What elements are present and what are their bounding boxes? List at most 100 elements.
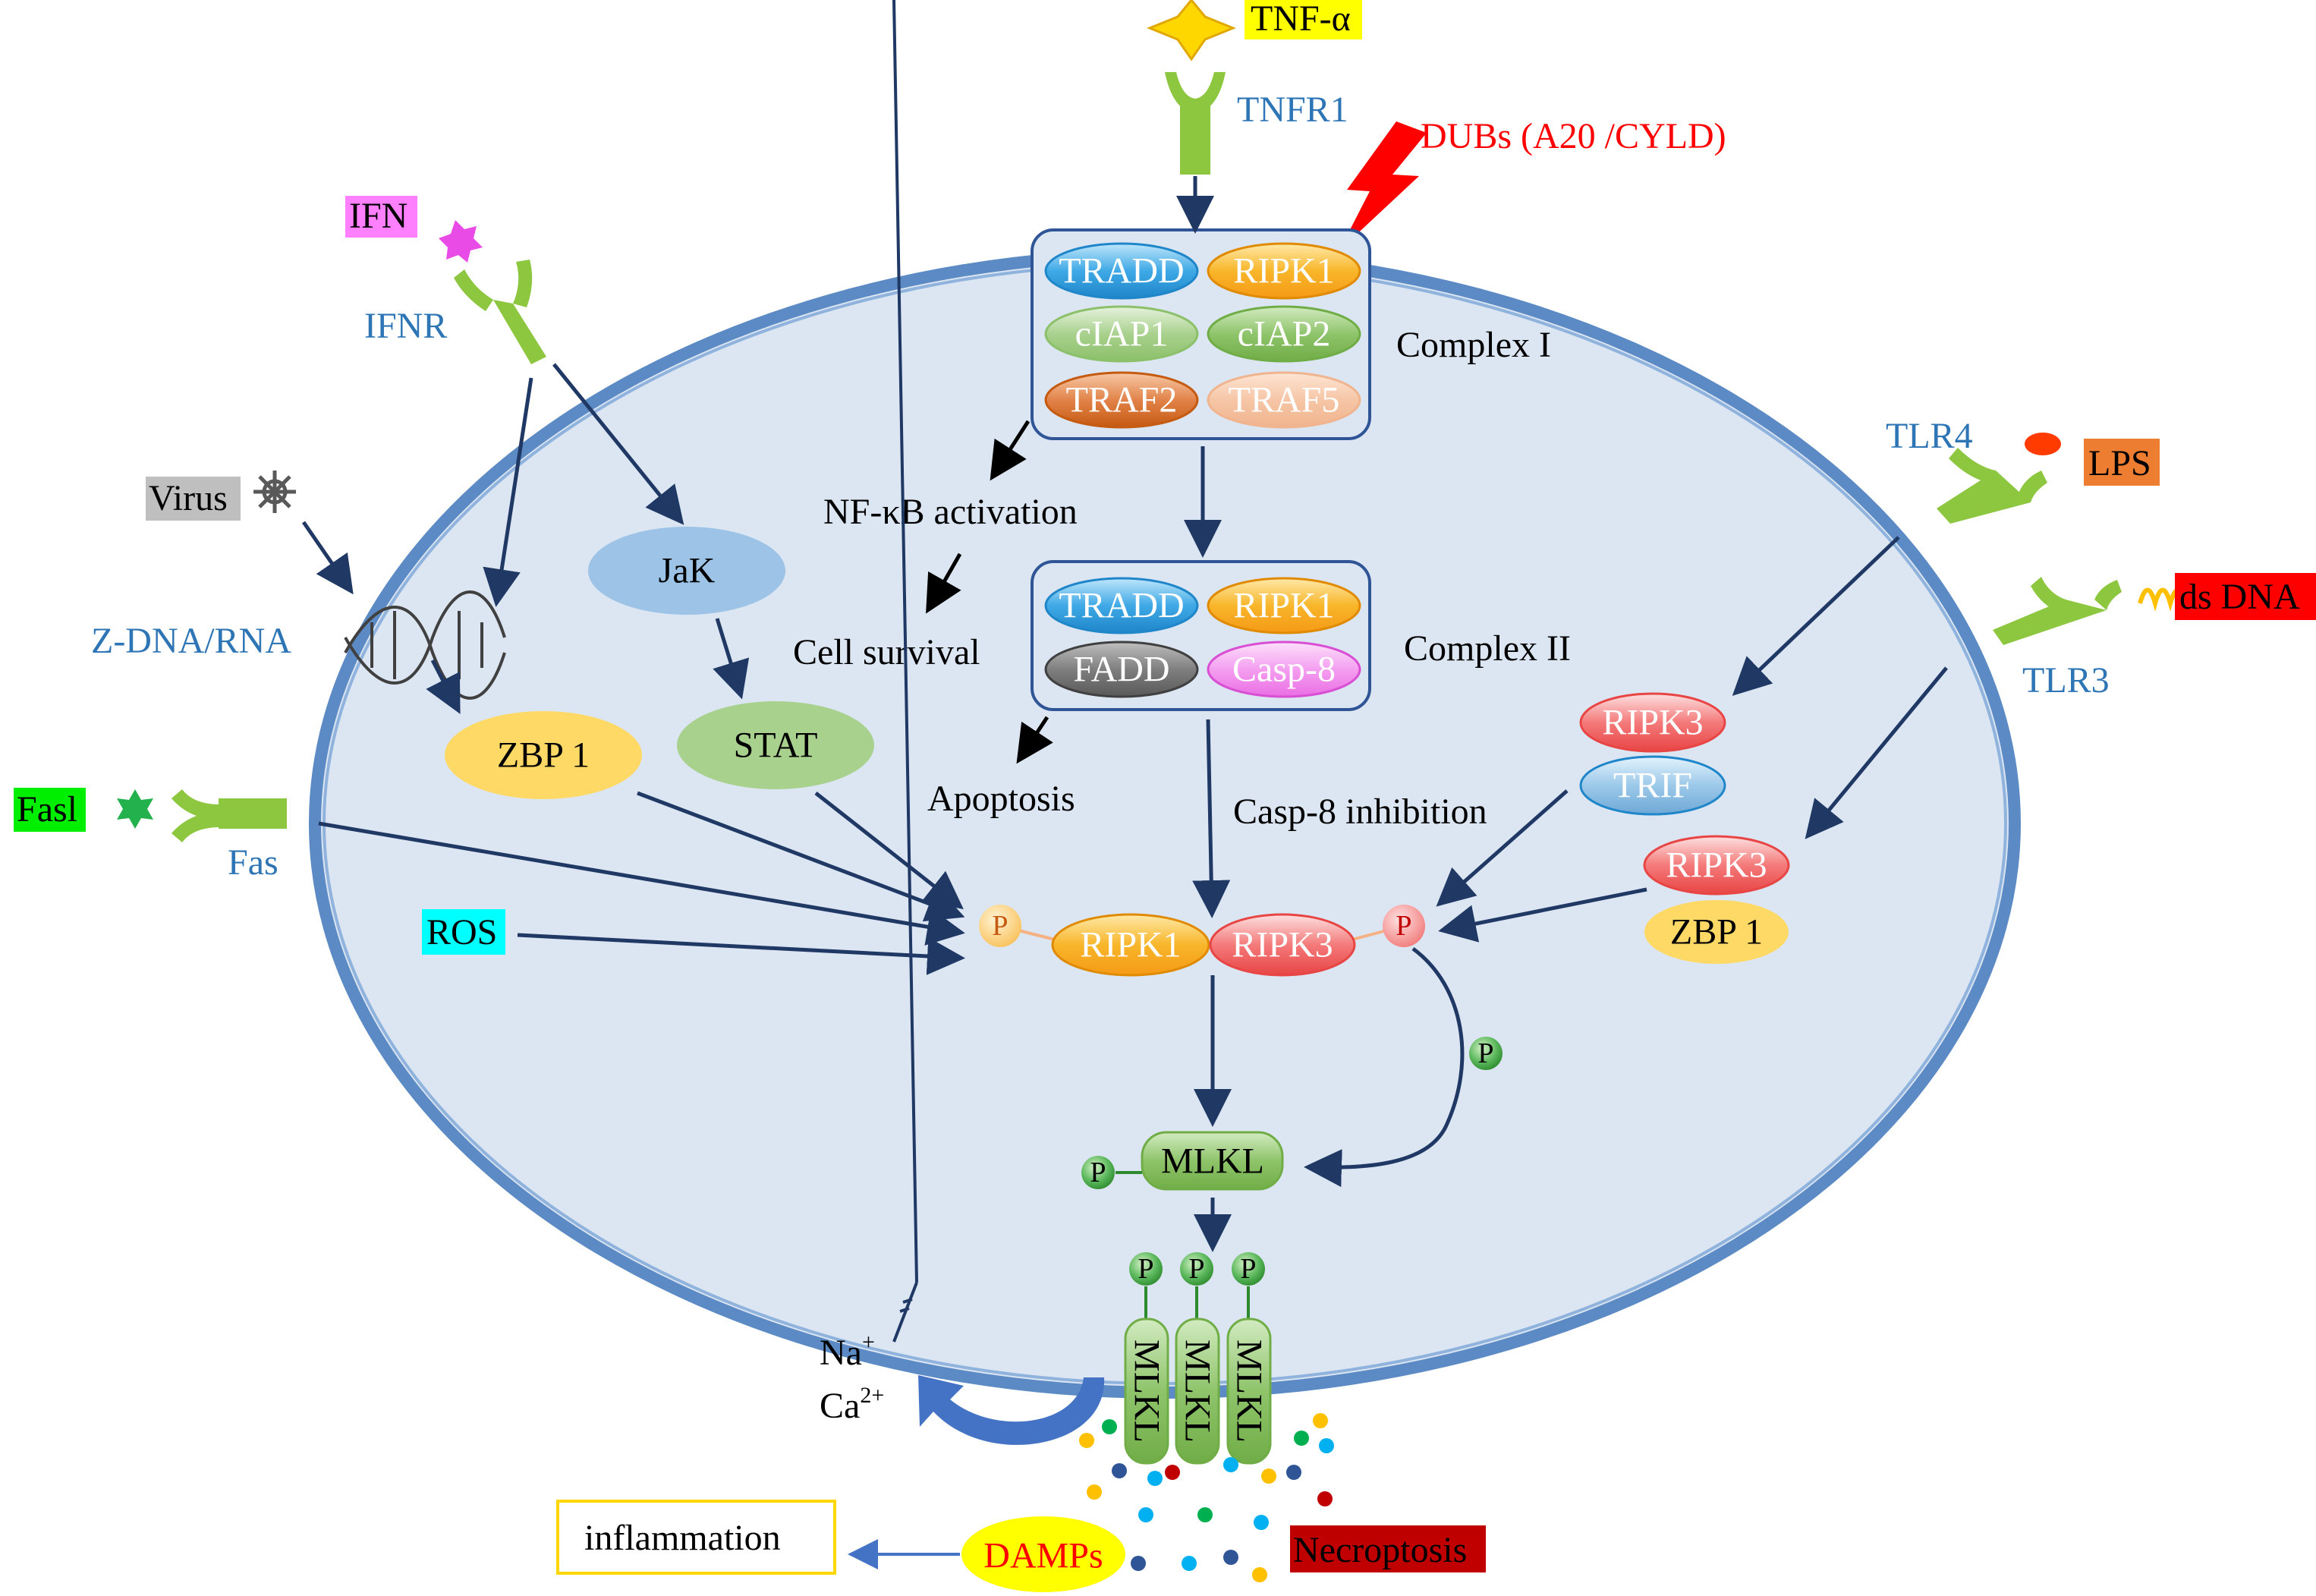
svg-text:TRIF: TRIF: [1613, 766, 1692, 806]
ion-influx-arrow-icon: [918, 1375, 1105, 1445]
zbp1-left-node: ZBP 1: [445, 711, 642, 799]
complex-1-ripk1: RIPK1: [1207, 242, 1361, 300]
apoptosis-label: Apoptosis: [927, 779, 1075, 819]
ca-ion-label: Ca2+: [820, 1383, 884, 1426]
arrow-nfkb-to-survival: [926, 552, 962, 614]
tnf-ligand-icon: [1147, 0, 1236, 61]
arrow-ros-to-necrosome: [517, 933, 965, 975]
lps-ligand-icon: [2025, 433, 2061, 455]
arrow-ripk3-phosphorylates-mlkl: [1304, 946, 1465, 1188]
dubs-label: DUBs (A20 /CYLD): [1421, 116, 1726, 156]
ripk3-tlr3-node: RIPK3: [1643, 835, 1790, 896]
casp8-inhibition-label: Casp-8 inhibition: [1233, 792, 1487, 832]
virus-label: Virus: [149, 478, 228, 518]
damp-particles: [1079, 1413, 1334, 1582]
mlkl-node: MLKL: [1141, 1131, 1284, 1191]
svg-text:P: P: [1477, 1037, 1493, 1069]
svg-text:TRADD: TRADD: [1059, 251, 1184, 291]
nfkb-activation-label: NF-κB activation: [823, 492, 1078, 532]
svg-text:JaK: JaK: [659, 551, 716, 591]
damps-label: DAMPs: [983, 1536, 1103, 1576]
svg-text:FADD: FADD: [1073, 650, 1169, 690]
arrow-complex2-to-necrosome: [1192, 719, 1231, 918]
arrow-complex1-to-nfkb: [990, 420, 1031, 481]
svg-text:STAT: STAT: [734, 726, 818, 766]
virus-label-bg: [146, 477, 241, 521]
arrow-jak-to-stat: [713, 618, 750, 700]
svg-text:RIPK3: RIPK3: [1666, 845, 1767, 886]
complex-1-ciap1: cIAP1: [1044, 305, 1199, 363]
necrosome-ripk3: RIPK3: [1209, 913, 1356, 977]
svg-text:MLKL: MLKL: [1161, 1141, 1264, 1182]
complex-2-fadd: FADD: [1044, 641, 1199, 698]
tlr3-label: TLR3: [2022, 660, 2110, 700]
mlkl-oligomer-unit: P MLKL: [1226, 1252, 1272, 1465]
fasl-label-bg: [14, 788, 86, 832]
svg-text:TRAF2: TRAF2: [1066, 380, 1178, 420]
arrow-fas-to-necrosome: [318, 821, 965, 946]
fasl-label: Fasl: [17, 789, 77, 829]
svg-text:TRADD: TRADD: [1059, 586, 1184, 626]
ifn-label-bg: [345, 196, 417, 238]
jak-node: JaK: [588, 527, 785, 615]
complex-2-tradd: TRADD: [1044, 577, 1199, 634]
lps-label: LPS: [2088, 443, 2151, 483]
svg-text:cIAP1: cIAP1: [1075, 314, 1169, 354]
complex-2-ripk1: RIPK1: [1207, 577, 1361, 634]
svg-text:P: P: [1138, 1253, 1153, 1285]
tnfr1-label: TNFR1: [1237, 90, 1348, 130]
mlkl-oligomer-unit: P MLKL: [1124, 1252, 1169, 1465]
svg-text:P: P: [1090, 1157, 1106, 1188]
svg-text:RIPK1: RIPK1: [1233, 586, 1334, 626]
svg-text:RIPK1: RIPK1: [1080, 925, 1181, 965]
necroptosis-label-bg: [1290, 1525, 1486, 1572]
tlr3-receptor-icon: [1993, 577, 2122, 645]
fas-receptor-icon: [171, 789, 287, 842]
svg-text:Casp-8: Casp-8: [1232, 650, 1336, 690]
complex-2-casp8: Casp-8: [1207, 641, 1361, 698]
svg-text:cIAP2: cIAP2: [1238, 314, 1331, 354]
ifn-label: IFN: [349, 196, 408, 236]
complex-1-ciap2: cIAP2: [1207, 305, 1361, 363]
necroptosis-label: Necroptosis: [1293, 1530, 1467, 1570]
arrow-ifnr-to-jak: [552, 363, 684, 525]
necrosome-ripk1: RIPK1: [1051, 913, 1210, 977]
ros-label: ROS: [426, 912, 497, 952]
complex-2-label: Complex II: [1404, 628, 1571, 669]
svg-text:MLKL: MLKL: [1127, 1339, 1167, 1443]
phospho-ripk3-badge: P: [1383, 905, 1425, 947]
zdna-label: Z-DNA/RNA: [91, 621, 291, 661]
tnf-label-bg: [1245, 0, 1362, 39]
svg-text:MLKL: MLKL: [1229, 1339, 1270, 1443]
na-ion-label: Na+: [820, 1330, 875, 1373]
arrow-trif-to-necrosome: [1436, 789, 1569, 907]
arrow-dna-to-zbp1: [426, 659, 461, 714]
ifn-ligand-icon: [439, 220, 483, 263]
svg-text:RIPK3: RIPK3: [1232, 925, 1333, 965]
arrow-complex2-to-apoptosis: [1016, 716, 1053, 764]
fasl-ligand-icon: [117, 789, 153, 829]
arrow-zbp1-to-necrosome: [637, 791, 965, 922]
phospho-mlkl-badge: P: [1081, 1156, 1115, 1189]
complex-1-label: Complex I: [1396, 325, 1551, 365]
arrow-tlr3-to-ripk3: [1805, 666, 1948, 839]
virus-icon: [253, 471, 296, 513]
svg-text:P: P: [1240, 1253, 1256, 1285]
svg-text:RIPK1: RIPK1: [1233, 251, 1334, 291]
arrow-ifnr-to-zbp1: [483, 377, 533, 607]
mlkl-oligomer: P MLKL P MLKL P MLKL: [1124, 1252, 1272, 1465]
dsdna-label: ds DNA: [2179, 577, 2300, 617]
complex-1-tradd: TRADD: [1044, 242, 1199, 300]
tlr4-receptor-icon: [1937, 448, 2047, 524]
svg-text:P: P: [1396, 910, 1411, 942]
ion-channel-icon: [892, 0, 918, 1343]
stat-node: STAT: [677, 701, 874, 789]
svg-text:ZBP 1: ZBP 1: [497, 735, 590, 776]
tnfr1-receptor-icon: [1165, 72, 1226, 175]
pathway-arrows: [301, 176, 1948, 1252]
dsdna-label-bg: [2175, 573, 2316, 620]
svg-text:TRAF5: TRAF5: [1229, 380, 1340, 420]
ripk3-tlr4-node: RIPK3: [1579, 692, 1726, 753]
dubs-lightning-icon: [1339, 121, 1427, 250]
phospho-ripk1-badge: P: [979, 905, 1021, 947]
